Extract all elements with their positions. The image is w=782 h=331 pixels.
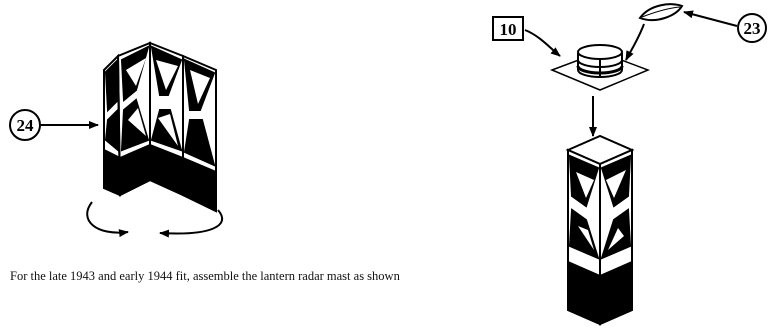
callout-10-leader <box>524 29 561 57</box>
cylinder-cap <box>576 44 624 78</box>
callout-10: 10 <box>492 16 561 57</box>
callout-24-label: 24 <box>17 116 35 135</box>
callout-10-label: 10 <box>500 20 517 39</box>
leaf-part <box>625 3 684 61</box>
fold-arrows <box>86 201 224 238</box>
assembly-caption: For the late 1943 and early 1944 fit, as… <box>10 269 400 283</box>
callout-23-label: 23 <box>744 19 761 38</box>
folding-lattice-part <box>103 41 217 213</box>
fold-arrow-left <box>86 201 129 238</box>
callout-23: 23 <box>683 10 767 43</box>
callout-23-leader <box>683 10 738 27</box>
callout-24: 24 <box>9 109 99 141</box>
fold-arrow-right <box>159 209 224 238</box>
square-lattice-mast <box>565 134 635 326</box>
